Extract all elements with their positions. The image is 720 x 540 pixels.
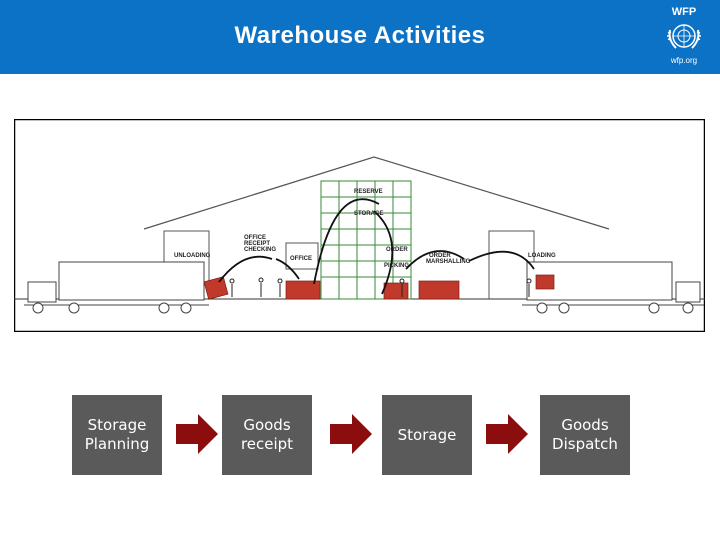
storage-racks xyxy=(320,180,412,300)
warehouse-roof xyxy=(143,156,610,230)
wfp-emblem-icon xyxy=(667,24,701,49)
truck-left xyxy=(24,261,209,314)
logo-text-bottom: wfp.org xyxy=(670,56,698,65)
label-office: OFFICE xyxy=(290,256,312,262)
label-picking: PICKING xyxy=(384,263,409,269)
step-goods-dispatch: Goods Dispatch xyxy=(540,395,630,475)
step-storage-planning: Storage Planning xyxy=(72,395,162,475)
flow-arrows xyxy=(218,198,535,295)
header-bar: Warehouse Activities WFP wfp.org xyxy=(0,0,720,74)
label-reserve: RESERVE xyxy=(354,189,383,195)
label-unloading: UNLOADING xyxy=(174,253,211,259)
label-loading: LOADING xyxy=(528,253,556,259)
arrow-right-icon xyxy=(486,414,528,454)
workers xyxy=(229,277,532,297)
step-storage: Storage xyxy=(382,395,472,475)
wfp-logo: WFP wfp.org xyxy=(652,6,716,70)
logo-text-top: WFP xyxy=(671,6,697,18)
arrow-right-icon xyxy=(330,414,372,454)
step-goods-receipt: Goods receipt xyxy=(222,395,312,475)
label-order: ORDER xyxy=(386,247,408,253)
page-title: Warehouse Activities xyxy=(234,22,486,49)
label-storage: STORAGE xyxy=(354,211,384,217)
arrow-right-icon xyxy=(176,414,218,454)
office-room xyxy=(285,242,319,270)
